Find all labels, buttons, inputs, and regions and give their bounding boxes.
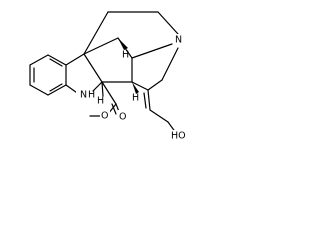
double-bond-inner xyxy=(143,92,147,109)
bond xyxy=(147,79,163,91)
bridged-framework xyxy=(83,11,179,134)
bond xyxy=(92,81,103,92)
bond xyxy=(161,47,179,81)
carbonyl-oxygen-label: O xyxy=(119,112,126,123)
c2-hydrogen-label: H xyxy=(97,96,104,107)
indoline-nh-hydrogen-label: H xyxy=(88,90,95,101)
bond xyxy=(157,11,179,35)
benzene-ring xyxy=(29,54,67,96)
ring-hydrogen-label: H xyxy=(132,93,139,104)
bond xyxy=(47,84,67,96)
indoline-nitrogen-label: N xyxy=(80,90,87,101)
bond xyxy=(83,11,109,55)
bond xyxy=(29,54,49,66)
bond xyxy=(149,109,169,123)
double-bond-inner xyxy=(49,83,63,92)
bond xyxy=(29,84,49,96)
wedge-bond xyxy=(118,38,128,50)
bond xyxy=(147,89,151,111)
bond xyxy=(65,53,85,66)
bond xyxy=(83,37,119,55)
atom-labels: N N H H H H O O HO xyxy=(76,34,192,142)
amine-nitrogen-label: N xyxy=(175,35,182,46)
stereo-bonds xyxy=(101,38,139,97)
chemical-structure: N N H H H H O O HO xyxy=(29,11,192,142)
wedge-bond xyxy=(132,82,139,94)
bond xyxy=(83,53,103,83)
methoxy-oxygen-label: O xyxy=(101,111,108,122)
bond xyxy=(47,54,67,66)
hydroxyl-label: HO xyxy=(171,131,186,142)
double-bond-inner xyxy=(49,58,63,67)
bond xyxy=(131,81,149,91)
bridge-hydrogen-label: H xyxy=(122,50,129,61)
bond xyxy=(101,81,117,105)
double-bond-inner xyxy=(111,103,117,115)
hashed-bond xyxy=(101,81,104,97)
bond xyxy=(131,43,173,59)
